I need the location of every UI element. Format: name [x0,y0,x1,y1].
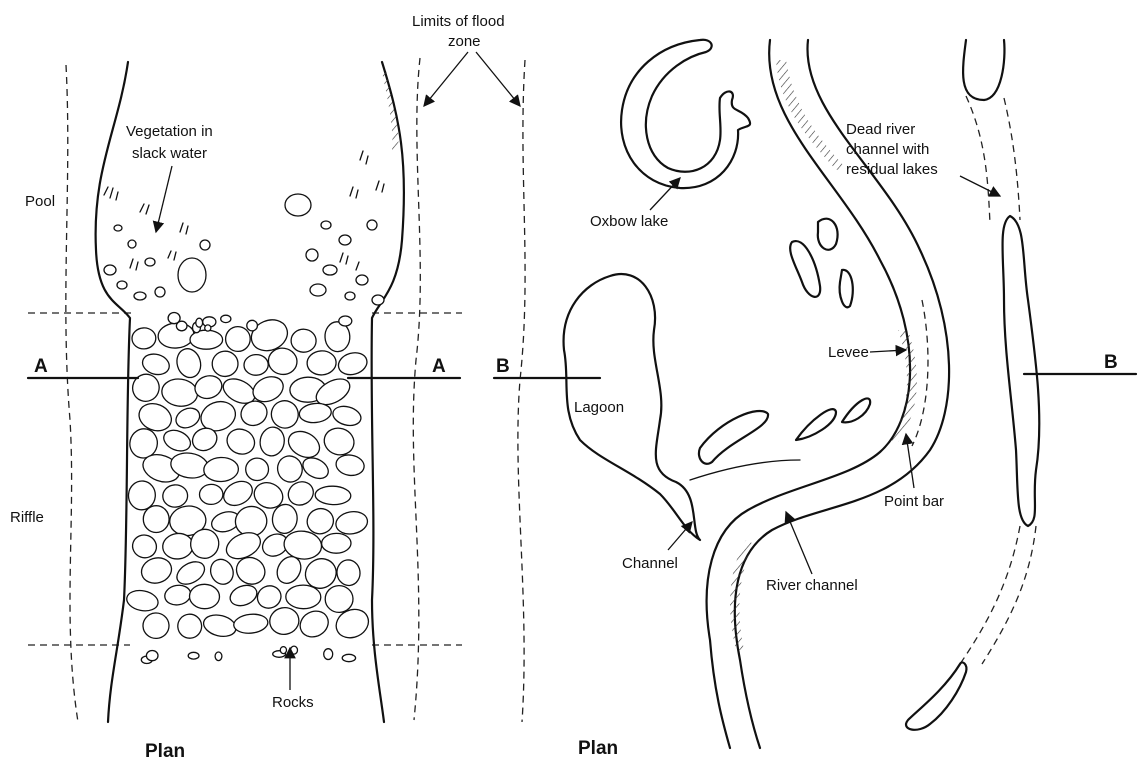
middle-flood-limit-line [413,58,420,720]
levee-label: Levee [828,344,869,361]
dead-channel-label-line1: Dead river [846,121,915,138]
rocks-label: Rocks [272,694,314,711]
channel-label: Channel [622,555,678,572]
channel-arrow [668,522,692,550]
point-bar-hatch [890,330,917,442]
vegetation-arrow [156,166,172,232]
levee-arrow [870,350,906,352]
oxbow-lake [621,40,750,188]
left-flood-limit-line [66,65,78,722]
vegetation-label-line1: Vegetation in [126,123,213,140]
stream-left-bank [96,62,130,722]
stream-right-bank [372,62,404,722]
flood-zone-label-line2: zone [448,33,481,50]
pool-vegetation-right [306,70,398,305]
riffle-rocks [125,313,373,664]
lagoon-label: Lagoon [574,399,624,416]
section-label-a-right: A [432,356,446,377]
flood-zone-label-line1: Limits of flood [412,13,505,30]
pool-vegetation-left [104,187,311,300]
section-label-b-left: B [496,356,510,377]
flood-zone-arrow-left [424,52,468,106]
point-bar-label: Point bar [884,493,944,510]
section-label-b-right: B [1104,352,1118,373]
vegetation-label-line2: slack water [132,145,207,162]
oxbow-lake-arrow [650,178,680,210]
dead-channel-label-line3: residual lakes [846,161,938,178]
section-label-a-left: A [34,356,48,377]
point-bar-arrow [906,434,914,488]
flood-zone-arrow-right [476,52,520,106]
channel-islands [699,219,870,464]
riffle-label: Riffle [10,509,44,526]
right-flood-limit-line [518,60,525,722]
dead-channel-arrow [960,176,1000,196]
pool-label: Pool [25,193,55,210]
oxbow-lake-label: Oxbow lake [590,213,668,230]
plan-label-right: Plan [578,738,618,759]
dead-channel-label-line2: channel with [846,141,929,158]
river-channel-label: River channel [766,577,858,594]
river-channel-arrow [786,512,812,574]
levee-hatch-lower [730,540,754,650]
plan-label-left: Plan [145,741,185,762]
